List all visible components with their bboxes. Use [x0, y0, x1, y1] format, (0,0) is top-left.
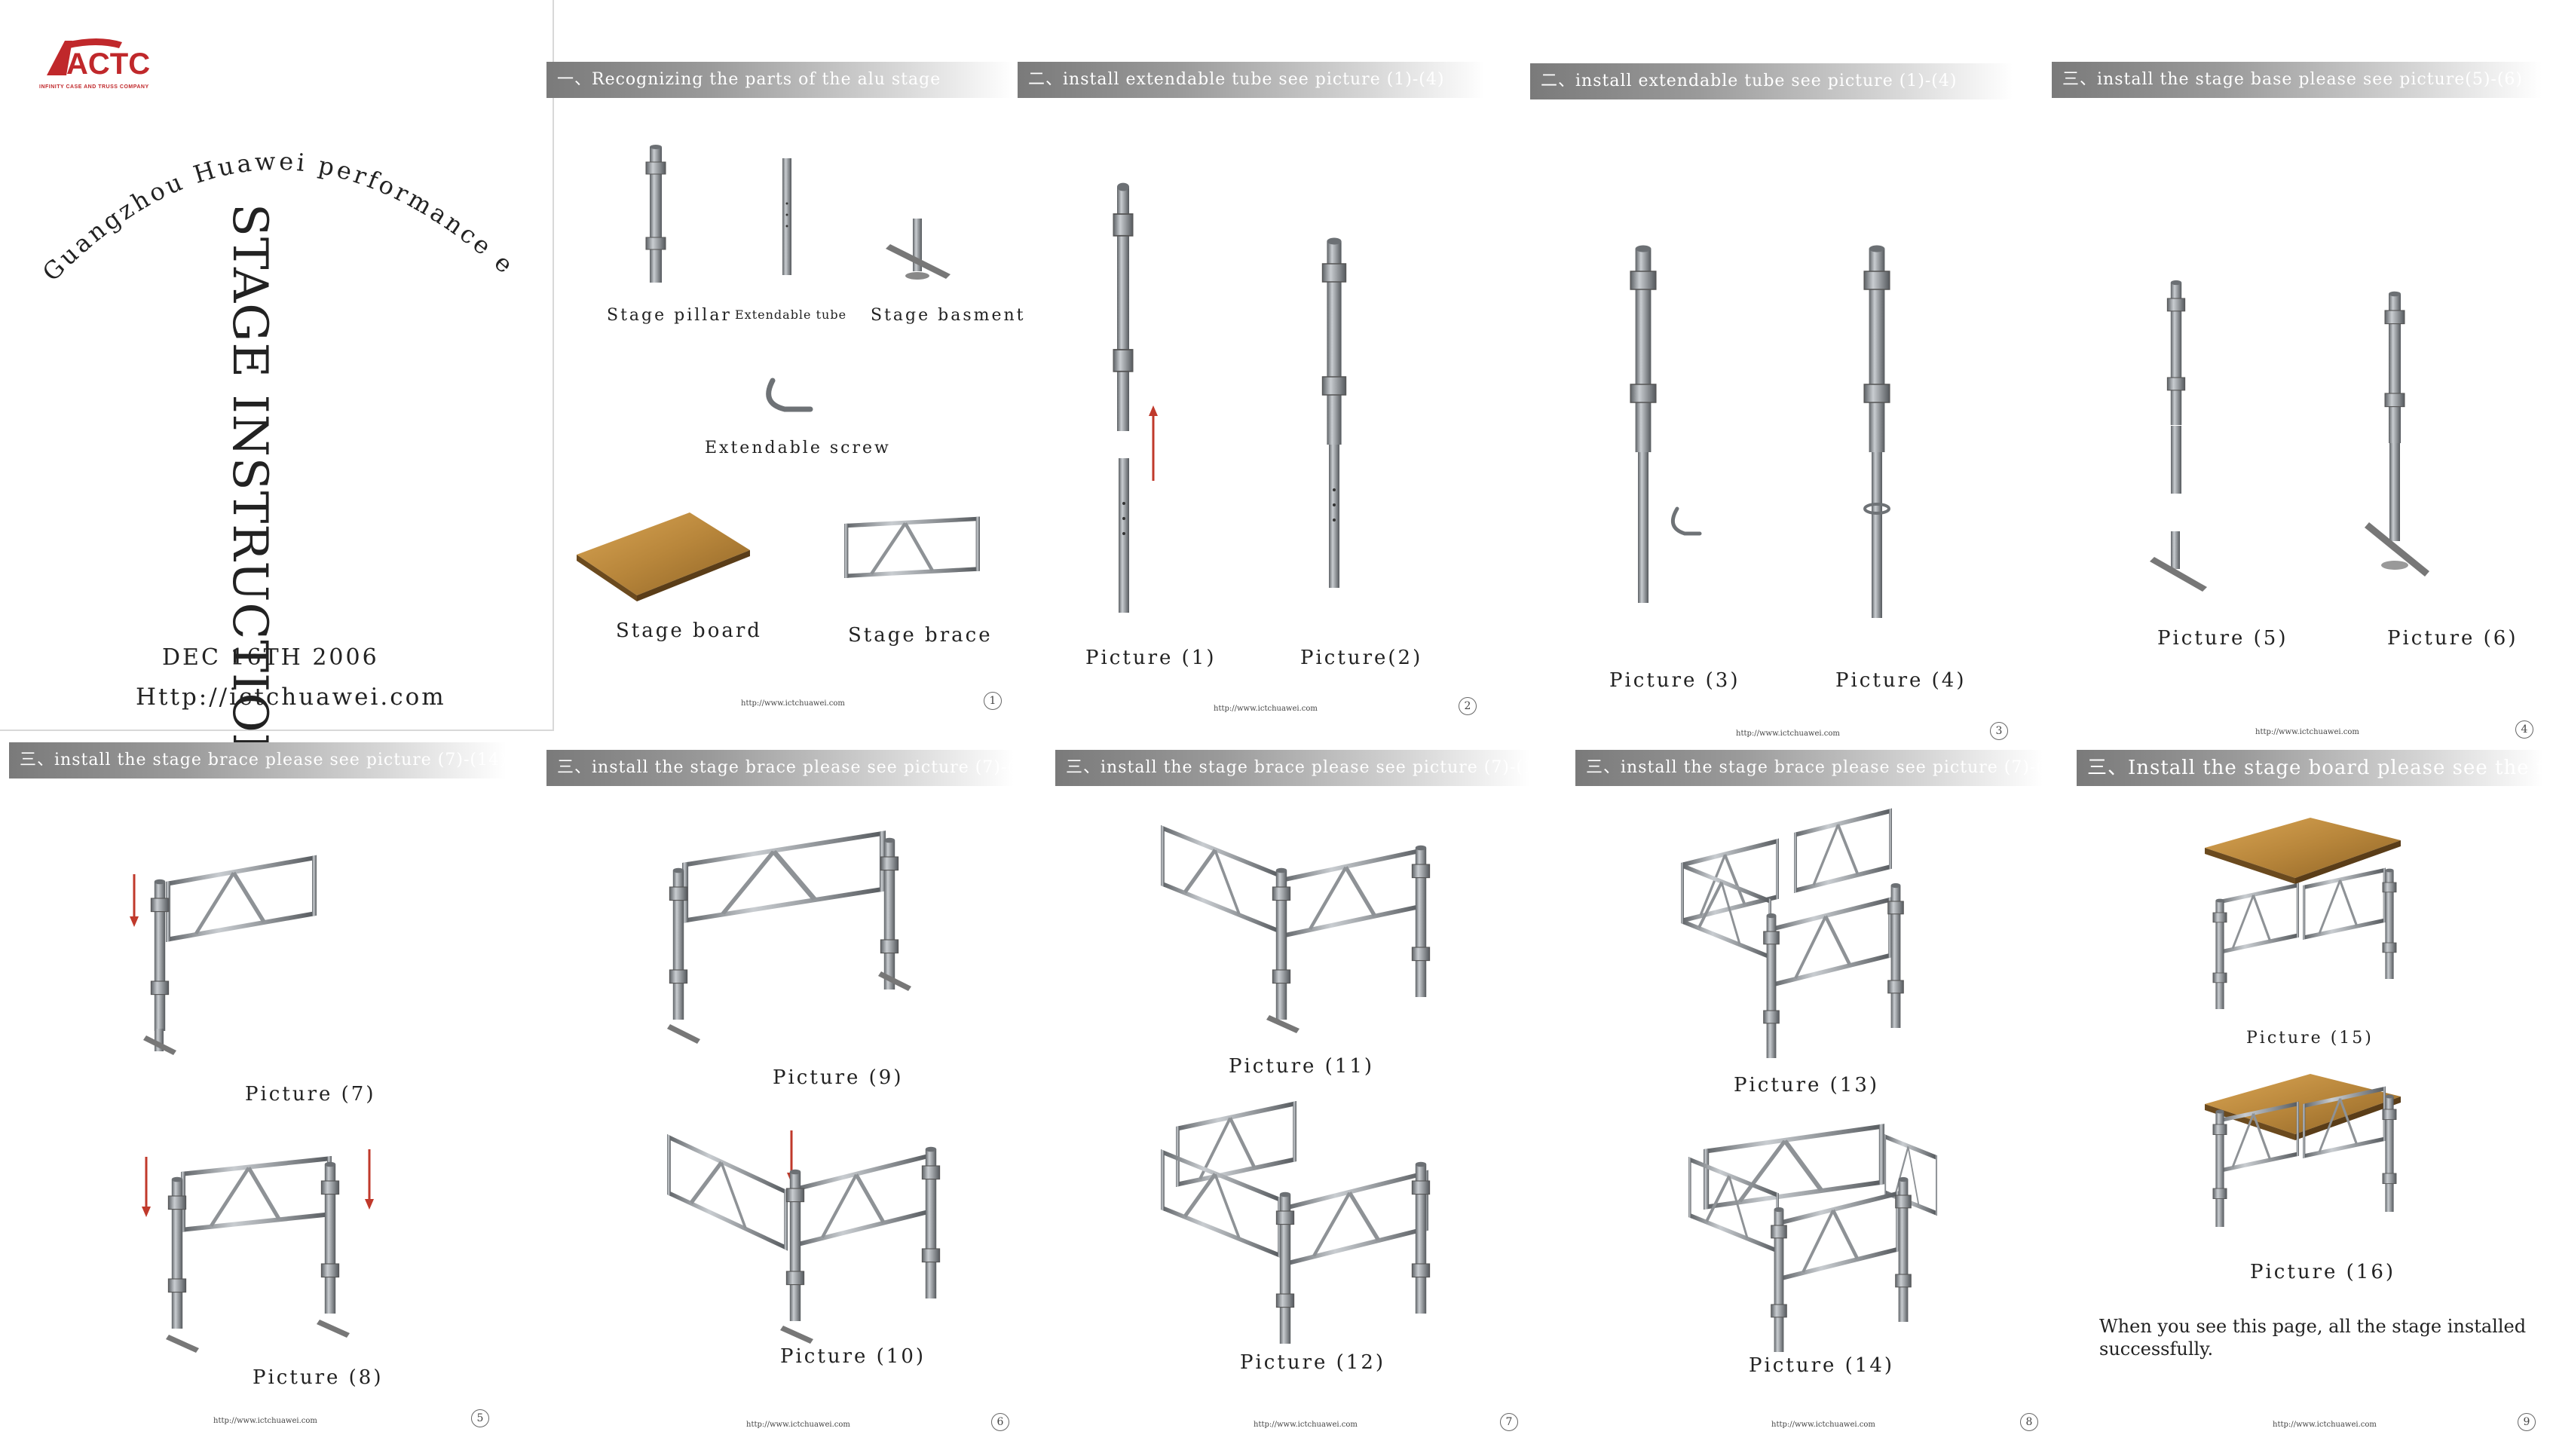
page-3: 二、install extendable tube see picture (1…	[1530, 0, 2013, 742]
picture-16-image	[2205, 1074, 2401, 1228]
page-header: 一、Recognizing the parts of the alu stage	[546, 62, 1014, 98]
page-header: 三、install the stage brace please see pic…	[1575, 750, 2043, 786]
picture-label: Picture (6)	[2387, 627, 2518, 650]
picture-label: Picture (11)	[1229, 1055, 1375, 1078]
stage-board-icon	[2205, 818, 2401, 878]
picture-label: Picture (14)	[1749, 1354, 1895, 1377]
page-url: http://www.ictchuawei.com	[1254, 1421, 1358, 1429]
page-header: 三、Install the stage board please see the…	[2077, 750, 2544, 786]
page-url: http://www.ictchuawei.com	[1771, 1421, 1875, 1429]
page-number: 9	[2518, 1413, 2536, 1431]
picture-14-image	[1688, 1127, 1945, 1353]
picture-13-image	[1681, 833, 1904, 1059]
page-2: 二、install extendable tube see picture (1…	[1018, 0, 1485, 723]
page-7: 三、install the stage brace please see pic…	[1055, 742, 1530, 1456]
stage-pillar-image	[645, 144, 666, 283]
picture-3-image	[1630, 244, 1702, 603]
cover-title-text: STAGE INSTRUCTION	[222, 203, 277, 776]
part-label: Stage brace	[848, 624, 993, 647]
extendable-screw-image	[766, 378, 813, 412]
page-header: 三、install the stage brace please see pic…	[9, 742, 507, 778]
picture-label: Picture (7)	[245, 1083, 376, 1106]
picture-6-image	[2365, 291, 2429, 577]
picture-label: Picture (9)	[773, 1066, 904, 1089]
page-number: 6	[991, 1413, 1009, 1431]
stage-board-image	[577, 512, 750, 601]
picture-label: Picture (3)	[1609, 669, 1740, 692]
cover-date: DEC 16TH 2006	[162, 644, 379, 671]
screw-icon	[1670, 506, 1702, 536]
picture-label: Picture (8)	[253, 1366, 384, 1389]
page-4: 三、install the stage base please see pict…	[2052, 0, 2542, 742]
page-number: 8	[2020, 1413, 2038, 1431]
picture-label: Picture (15)	[2246, 1029, 2374, 1048]
page-number: 3	[1990, 722, 2008, 740]
page-url: http://www.ictchuawei.com	[1214, 705, 1318, 713]
page-url: http://www.ictchuawei.com	[213, 1417, 317, 1425]
cover-title: STAGE INSTRUCTION	[222, 203, 277, 776]
company-logo: ACTC	[39, 36, 160, 84]
page-5: 三、install the stage brace please see pic…	[0, 735, 513, 1456]
part-label: Stage pillar	[607, 306, 732, 325]
page-header: 三、install the stage brace please see pic…	[1055, 750, 1530, 786]
stage-brace-image	[844, 516, 1003, 607]
picture-label: Picture (5)	[2157, 627, 2288, 650]
picture-label: Picture (16)	[2250, 1261, 2396, 1283]
picture-11-image	[1161, 825, 1431, 1033]
page-url: http://www.ictchuawei.com	[741, 699, 845, 708]
page-url: http://www.ictchuawei.com	[2273, 1421, 2377, 1429]
picture-10-image	[660, 1130, 941, 1344]
picture-label: Picture (4)	[1835, 669, 1967, 692]
actc-logo-icon: ACTC	[47, 38, 150, 81]
logo-text: ACTC	[66, 47, 150, 81]
page-number: 2	[1459, 697, 1477, 715]
part-label: Extendable screw	[705, 439, 891, 457]
picture-12-image	[1161, 1119, 1432, 1344]
page-number: 7	[1500, 1413, 1518, 1431]
part-label: Stage basment	[871, 306, 1026, 325]
page-url: http://www.ictchuawei.com	[2255, 728, 2359, 736]
picture-2-image	[1321, 237, 1347, 588]
cover-url: Http://ictchuawei.com	[136, 684, 446, 711]
page-number: 4	[2515, 720, 2533, 739]
page-number: 1	[984, 692, 1002, 710]
picture-label: Picture (13)	[1734, 1074, 1880, 1097]
page-url: http://www.ictchuawei.com	[1736, 730, 1840, 738]
picture-8-image	[142, 1149, 374, 1353]
page-header: 二、install extendable tube see picture (1…	[1530, 63, 2013, 99]
page-6: 三、install the stage brace please see pic…	[546, 742, 1014, 1456]
picture-4-image	[1863, 244, 1890, 618]
picture-label: Picture (10)	[780, 1345, 926, 1368]
picture-label: Picture (1)	[1085, 647, 1217, 669]
part-label: Extendable tube	[735, 307, 847, 322]
cover-page: ACTC INFINITY CASE AND TRUSS COMPANY Gua…	[0, 0, 554, 776]
picture-1-image	[1113, 182, 1158, 613]
page-url: http://www.ictchuawei.com	[746, 1421, 850, 1429]
completion-note: When you see this page, all the stage in…	[2099, 1316, 2527, 1360]
logo-subtext: INFINITY CASE AND TRUSS COMPANY	[39, 84, 149, 90]
extendable-tube-image	[782, 158, 791, 275]
stage-basment-image	[886, 219, 951, 280]
page-header: 三、install the stage brace please see pic…	[546, 750, 1014, 786]
picture-5-image	[2150, 280, 2207, 592]
part-label: Stage board	[616, 619, 762, 642]
page-header: 二、install extendable tube see picture (1…	[1018, 62, 1485, 98]
picture-label: Picture(2)	[1300, 647, 1423, 669]
page-number: 5	[471, 1409, 489, 1427]
company-arc: Guangzhou Huawei performance equipment c…	[10, 49, 518, 286]
picture-9-image	[667, 825, 911, 1044]
page-8: 三、install the stage brace please see pic…	[1575, 742, 2043, 1456]
page-1: 一、Recognizing the parts of the alu stage…	[546, 0, 1024, 723]
picture-label: Picture (12)	[1240, 1351, 1386, 1374]
picture-15-image	[2205, 818, 2401, 1010]
picture-7-image	[130, 814, 362, 1055]
page-header: 三、install the stage base please see pict…	[2052, 62, 2542, 98]
page-9: 三、Install the stage board please see the…	[2077, 742, 2544, 1456]
